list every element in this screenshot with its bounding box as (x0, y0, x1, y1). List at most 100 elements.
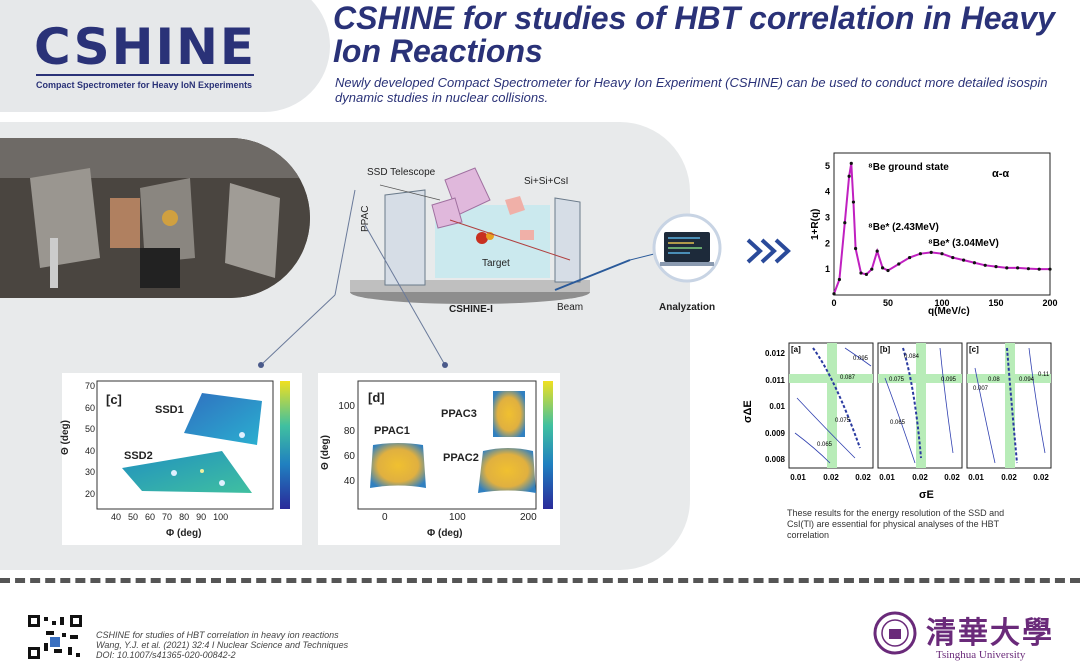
data-point (849, 161, 853, 165)
xtick: 60 (145, 512, 156, 522)
panel-d-xtick-2: 200 (520, 512, 537, 523)
logo-subtitle: Compact Spectrometer for Heavy IoN Exper… (36, 80, 253, 90)
si-si-csi-label: Si+Si+CsI (524, 176, 569, 187)
chart-xlabel: q(MeV/c) (928, 306, 970, 317)
panel-c-xticks: 40 50 60 70 80 90 100 (111, 512, 228, 522)
ytick: 60 (343, 451, 355, 462)
data-point (1037, 267, 1041, 271)
panel-c-yticks: 70 60 50 40 30 20 (83, 376, 95, 505)
contour-label: 0.065 (890, 420, 906, 426)
contour-label: 0.095 (941, 377, 957, 383)
citation-authors: Wang, Y.J. et al. (2021) 32:4 I Nuclear … (96, 640, 349, 650)
data-point (886, 268, 890, 273)
sigma-panel-a: [a] 0.095 0.087 0.075 0.065 (788, 342, 874, 469)
target-label: Target (482, 258, 510, 269)
ytick-label: 2 (825, 238, 830, 248)
contour-label: 0.075 (835, 418, 851, 424)
panel-c-tag: [c] (106, 392, 122, 407)
data-point (851, 200, 856, 204)
panel-c-xlabel: Φ (deg) (166, 528, 202, 539)
panel-d-ylabel: Θ (deg) (320, 435, 331, 470)
ssd1-label: SSD1 (155, 404, 184, 416)
ppac3-label: PPAC3 (441, 408, 477, 420)
ytick: 70 (84, 381, 95, 391)
ytick-label: 4 (825, 187, 830, 197)
experiment-photo (0, 138, 310, 298)
ytick: 40 (343, 476, 355, 487)
analyzation-label: Analyzation (659, 302, 716, 313)
beam-label: Beam (557, 302, 584, 313)
panel-tag-b: [b] (880, 345, 891, 354)
data-point (864, 272, 868, 276)
data-point (854, 246, 858, 251)
contour-label: 0.084 (904, 354, 920, 360)
contour-label: 0.007 (973, 386, 989, 392)
data-point (843, 221, 847, 225)
xtick: 50 (128, 512, 139, 522)
sigma-panel-b: [b] 0.084 0.075 0.095 0.065 (877, 342, 963, 469)
page-title: CSHINE for studies of HBT correlation in… (333, 0, 1055, 69)
logo-divider (36, 74, 254, 76)
contour-label: 0.065 (817, 442, 833, 448)
laptop-icon (652, 213, 722, 283)
xtick: 80 (179, 512, 190, 522)
xtick: 90 (196, 512, 207, 522)
data-point (832, 292, 836, 296)
chart-ylabel: 1+R(q) (810, 209, 821, 240)
sigma-panel-c: [c] 0.08 0.094 0.11 0.007 (966, 342, 1052, 469)
data-point (847, 174, 851, 178)
connector-lines (258, 189, 448, 368)
contour-label: 0.08 (988, 377, 1000, 383)
data-point (897, 262, 901, 266)
ytick: 0.008 (765, 455, 786, 464)
panel-c-plot (96, 380, 290, 510)
data-point (1005, 266, 1009, 270)
data-point (1048, 267, 1052, 271)
panel-c-ylabel: Θ (deg) (60, 420, 71, 455)
ytick: 0.012 (765, 349, 786, 358)
data-point (983, 263, 987, 267)
data-point (837, 277, 841, 282)
ytick-label: 3 (825, 213, 830, 223)
contour-label: 0.094 (1019, 377, 1035, 383)
tsinghua-chinese-name: 清華大學 (926, 616, 1054, 651)
annotation-304: ⁸Be* (3.04MeV) (928, 238, 999, 249)
ytick: 40 (84, 445, 95, 456)
fit-line (833, 163, 1050, 295)
tsinghua-english-name: Tsinghua University (936, 649, 1026, 661)
panel-d-xtick-1: 100 (449, 512, 466, 523)
data-point (875, 249, 879, 253)
sigma-chart: [a] 0.095 0.087 0.075 0.065 [b] 0.084 0.… (742, 342, 1052, 501)
ssd-telescope-label: SSD Telescope (367, 167, 436, 178)
citation: CSHINE for studies of HBT correlation in… (96, 630, 348, 660)
data-point (881, 266, 885, 270)
ytick: 20 (84, 488, 95, 499)
contour-label: 0.087 (840, 375, 856, 381)
ytick: 50 (84, 424, 95, 434)
ytick: 60 (84, 402, 95, 413)
panel-d-tag: [d] (368, 390, 385, 405)
data-point (870, 267, 874, 271)
data-point (929, 250, 933, 254)
xtick: 0.01 (790, 473, 806, 482)
sigma-yticks: 0.012 0.011 0.01 0.009 0.008 (765, 349, 786, 464)
panel-tag-a: [a] (791, 345, 801, 354)
sigma-xticks: 0.01 0.02 0.02 0.01 0.02 0.02 0.01 0.02 … (790, 473, 1049, 482)
data-point (951, 255, 955, 260)
ytick: 100 (338, 401, 355, 412)
xtick-label: 150 (988, 298, 1003, 308)
chevrons-icon (746, 238, 791, 264)
data-point (940, 252, 944, 256)
ppac2-label: PPAC2 (443, 452, 479, 464)
contour-label: 0.11 (1038, 372, 1050, 378)
cshine-i-label: CSHINE-I (449, 304, 493, 315)
ytick: 80 (343, 426, 355, 437)
ytick: 0.01 (769, 402, 785, 411)
ssd2-label: SSD2 (124, 450, 153, 462)
ytick: 30 (84, 467, 95, 477)
qr-code[interactable] (26, 613, 84, 661)
ytick: 0.011 (765, 376, 785, 385)
footer-divider (0, 578, 1080, 583)
xtick: 70 (162, 512, 173, 522)
